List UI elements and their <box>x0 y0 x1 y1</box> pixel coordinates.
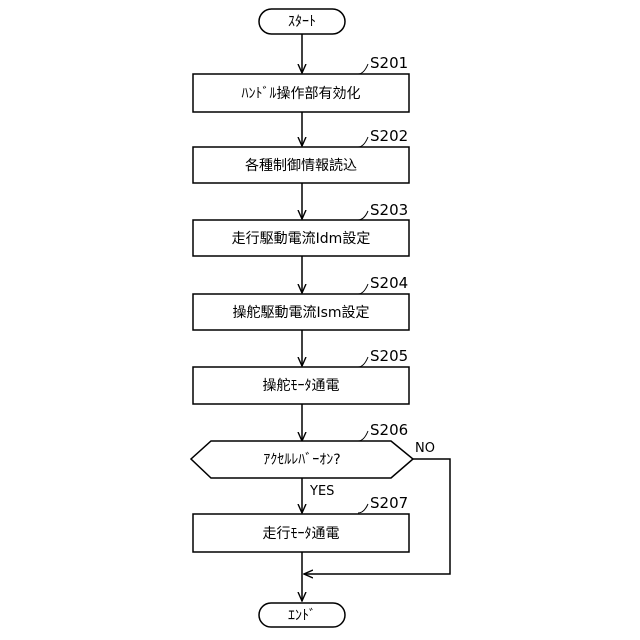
step-id-s202: S202 <box>370 127 408 145</box>
step-id-s204: S204 <box>370 274 408 292</box>
leader-s205 <box>358 357 368 367</box>
process-box-s201: ﾊﾝﾄﾞﾙ操作部有効化 S201 <box>193 54 409 112</box>
process-label-s207: 走行ﾓｰﾀ通電 <box>263 526 340 542</box>
process-box-s202: 各種制御情報読込 S202 <box>193 127 409 183</box>
step-id-s207: S207 <box>370 494 408 512</box>
process-label-s202: 各種制御情報読込 <box>245 157 357 174</box>
step-id-s205: S205 <box>370 347 408 365</box>
decision-yes-label: YES <box>309 484 334 499</box>
leader-s204 <box>358 284 368 294</box>
leader-s201 <box>358 64 368 74</box>
start-label: ｽﾀｰﾄ <box>288 14 316 30</box>
leader-s207 <box>358 504 368 513</box>
step-id-s203: S203 <box>370 201 408 219</box>
leader-s206 <box>358 431 368 441</box>
start-terminal: ｽﾀｰﾄ <box>259 9 345 34</box>
process-box-s203: 走行駆動電流Idm設定 S203 <box>193 201 409 256</box>
decision-s206: ｱｸｾﾙﾚﾊﾞｰｵﾝ? S206 NO YES <box>191 421 435 499</box>
decision-no-label: NO <box>415 441 435 456</box>
process-box-s207: 走行ﾓｰﾀ通電 S207 <box>193 494 409 552</box>
process-box-s204: 操舵駆動電流Ism設定 S204 <box>193 274 409 330</box>
step-id-s201: S201 <box>370 54 408 72</box>
process-label-s204: 操舵駆動電流Ism設定 <box>232 305 369 321</box>
leader-s203 <box>358 211 368 220</box>
process-label-s203: 走行駆動電流Idm設定 <box>232 231 371 247</box>
process-label-s205: 操舵ﾓｰﾀ通電 <box>263 378 340 394</box>
decision-label-s206: ｱｸｾﾙﾚﾊﾞｰｵﾝ? <box>263 452 340 468</box>
process-label-s201: ﾊﾝﾄﾞﾙ操作部有効化 <box>242 86 361 102</box>
step-id-s206: S206 <box>370 421 408 439</box>
leader-s202 <box>358 137 368 147</box>
end-terminal: ｴﾝﾄﾞ <box>259 603 345 627</box>
end-label: ｴﾝﾄﾞ <box>288 608 316 624</box>
process-box-s205: 操舵ﾓｰﾀ通電 S205 <box>193 347 409 404</box>
